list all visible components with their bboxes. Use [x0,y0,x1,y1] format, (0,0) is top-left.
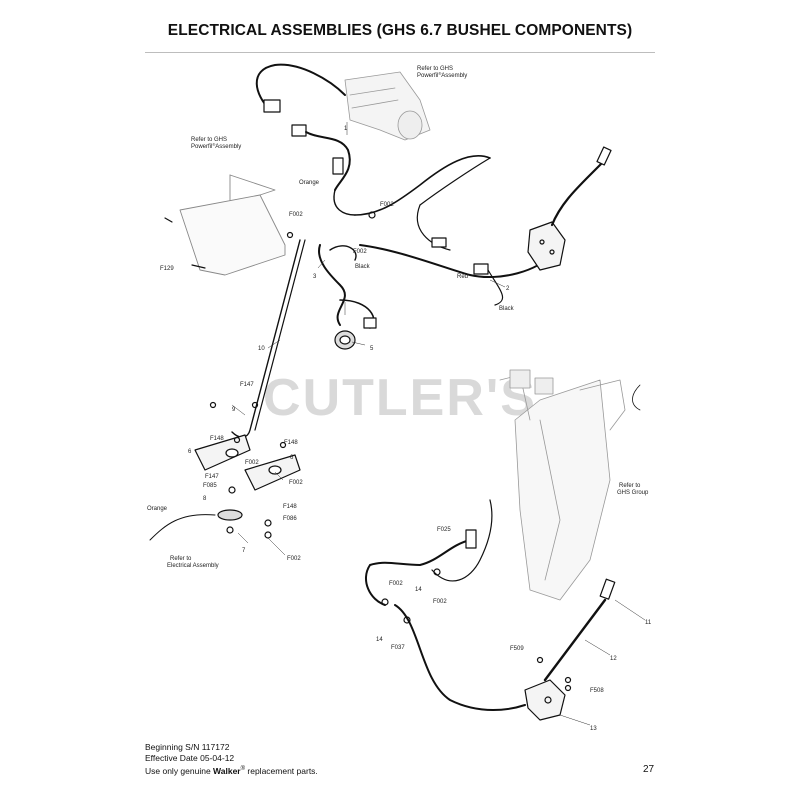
page-number: 27 [643,764,655,775]
harness-switch [318,244,346,326]
plate-6b [244,454,301,491]
label-f002e: F002 [289,480,303,486]
note-ref-ghs-group: Refer to [619,483,641,489]
label-f037: F037 [391,645,405,651]
note-orange-1: Orange [299,180,320,186]
callout-9: 9 [232,407,236,413]
note-ref-ghs-group-2: GHS Group [617,490,649,496]
label-f148b: F148 [284,440,298,446]
page-title: ELECTRICAL ASSEMBLIES (GHS 6.7 BUSHEL CO… [167,22,633,39]
callout-14b: 14 [376,637,383,643]
harness-lower [365,539,471,606]
note-powerfil-1: Powerfil [417,73,438,79]
switch-top-right [527,146,612,271]
wire-orange-left [149,514,216,541]
footer-note: Use only genuine Walker® replacement par… [145,764,318,777]
footer-note-prefix: Use only genuine [145,765,214,776]
note-ref-powerfil-2-line2: Powerfil®Assembly [191,142,241,150]
label-f002f: F002 [287,556,301,562]
note-assembly-2: Assembly [215,144,241,150]
watermark: CUTLER'S [263,369,537,427]
callout-11: 11 [645,620,652,626]
switch-5 [334,330,356,350]
label-f148a: F148 [210,436,224,442]
title-rule [145,52,655,53]
label-f002g: F002 [389,581,403,587]
callout-5: 5 [370,346,374,352]
note-registered-2: ® [212,142,215,147]
label-f002d: F002 [245,460,259,466]
label-f002a: F002 [289,212,303,218]
harness-long-right [359,244,551,279]
label-f148c: F148 [283,504,297,510]
callout-8: 8 [203,496,207,502]
callout-10: 10 [258,346,265,352]
label-f508: F508 [590,688,604,694]
callout-13: 13 [590,726,597,732]
label-f147a: F147 [240,382,254,388]
callout-12: 12 [610,656,617,662]
footer-brand: Walker [213,765,241,776]
note-powerfil-2: Powerfil [191,144,212,150]
mounting-bracket [179,174,286,276]
disc-8 [217,509,243,521]
callout-6b: 6 [290,455,294,461]
label-f509: F509 [510,646,524,652]
callout-1: 1 [344,126,348,132]
callout-4: 4 [342,298,346,304]
note-ref-electrical-2: Electrical Assembly [167,563,219,569]
note-ref-powerfil-1-line2: Powerfil®Assembly [417,71,467,79]
footer-effective-date: Effective Date 05-04-12 [145,753,235,763]
note-black-2: Black [499,306,515,312]
harness-right [354,155,491,216]
label-f025: F025 [437,527,451,533]
label-f085: F085 [203,483,217,489]
label-f002c: F002 [353,249,367,255]
footer-note-suffix: replacement parts. [245,765,318,776]
note-black-1: Black [355,264,371,270]
connector-top [263,99,281,113]
harness-a [305,131,351,191]
cable-12 [543,598,607,682]
label-f002h: F002 [433,599,447,605]
footer-serial: Beginning S/N 117172 [145,742,230,752]
connector-mid [291,124,307,137]
harness-top [255,63,346,111]
note-ref-powerfil-1: Refer to GHS [417,66,453,72]
label-f129: F129 [160,266,174,272]
note-orange-2: Orange [147,506,168,512]
callout-7: 7 [242,548,246,554]
footer-brand-mark: ® [240,766,246,772]
callout-6a: 6 [188,449,192,455]
label-f147b: F147 [205,474,219,480]
callout-14a: 14 [415,587,422,593]
label-f086: F086 [283,516,297,522]
label-f002b: F002 [380,202,394,208]
footer: Beginning S/N 117172 Effective Date 05-0… [145,742,318,777]
callout-3: 3 [313,274,317,280]
note-ref-electrical: Refer to [170,556,192,562]
switch-13 [524,679,566,721]
note-registered-1: ® [438,71,441,76]
callout-2: 2 [506,286,510,292]
chute-assembly [499,374,626,601]
note-ref-powerfil-2: Refer to GHS [191,137,227,143]
note-assembly-1: Assembly [441,73,467,79]
plate-6a [194,434,251,471]
powerfil-motor [344,71,431,141]
note-red: Red [457,274,468,280]
harness-b [333,189,356,216]
